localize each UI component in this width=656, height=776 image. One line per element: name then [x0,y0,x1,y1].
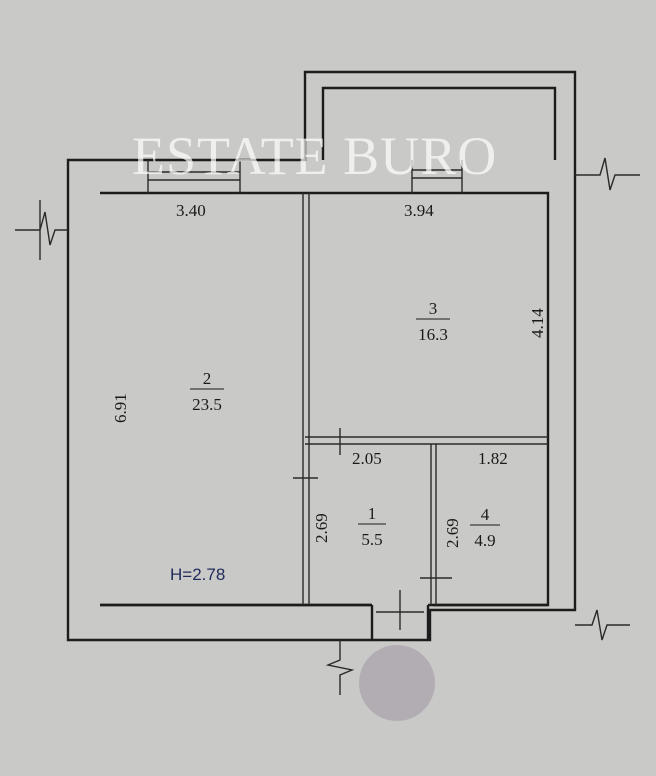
room-3-label: 3 16.3 [416,299,450,344]
svg-text:23.5: 23.5 [192,395,222,414]
dim-right-room3: 4.14 [528,308,547,338]
svg-text:2: 2 [203,369,212,388]
svg-text:4.9: 4.9 [474,531,495,550]
room-4-label: 4 4.9 [470,505,500,550]
dim-top-right: 3.94 [404,201,434,220]
svg-text:4: 4 [481,505,490,524]
watermark: ESTATE BURO [132,126,497,186]
dim-room4-top: 1.82 [478,449,508,468]
blurred-mark [359,645,435,721]
walls [15,70,640,695]
svg-text:5.5: 5.5 [361,530,382,549]
dim-room1-top: 2.05 [352,449,382,468]
svg-text:16.3: 16.3 [418,325,448,344]
room-1-label: 1 5.5 [358,504,386,549]
svg-text:1: 1 [368,504,377,523]
dim-left-room2: 6.91 [111,393,130,423]
dim-room4-side: 2.69 [443,518,462,548]
svg-text:3: 3 [429,299,438,318]
dim-top-left: 3.40 [176,201,206,220]
ceiling-height: H=2.78 [170,565,225,584]
room-2-label: 2 23.5 [190,369,224,414]
dim-room1-side: 2.69 [312,513,331,543]
